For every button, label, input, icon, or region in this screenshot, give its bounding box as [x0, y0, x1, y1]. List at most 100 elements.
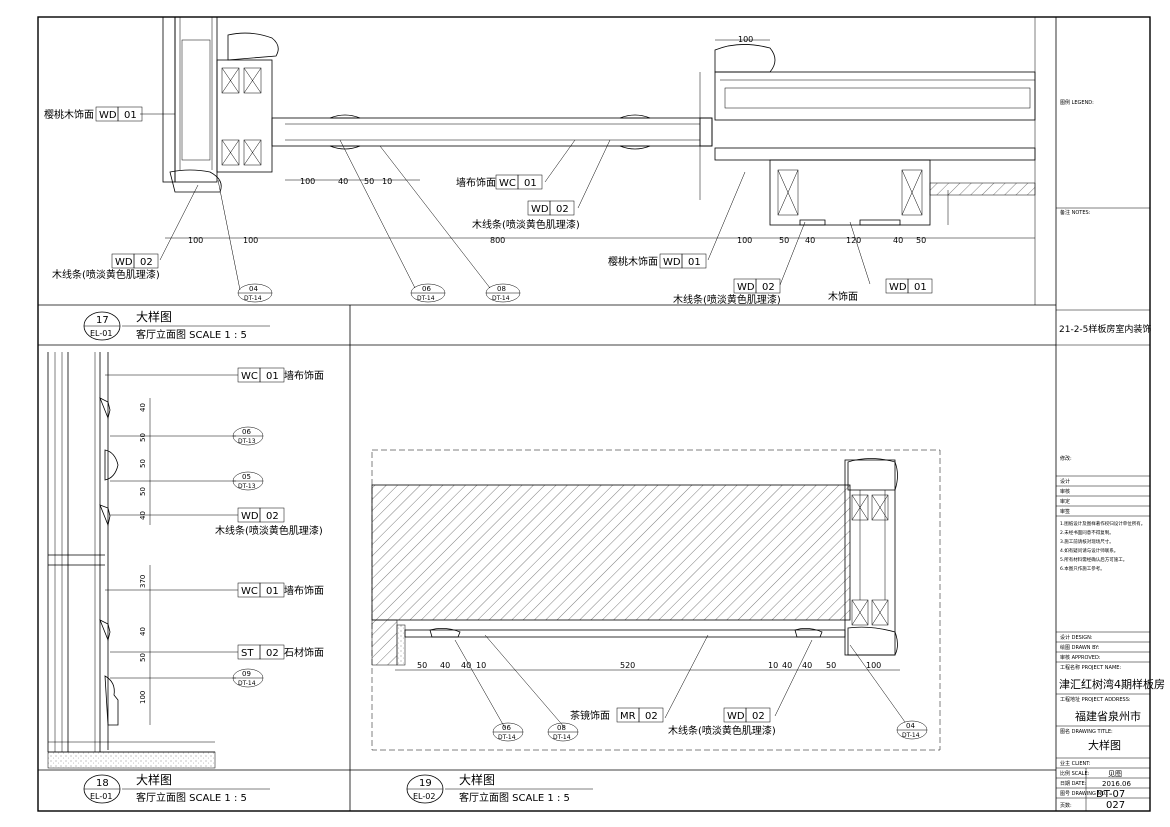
- sheet-border: [37, 16, 1151, 812]
- detail-19-title: 19 EL-02 大样图 客厅立面图 SCALE 1 : 5: [406, 772, 593, 804]
- drawing-no: DT-07: [1096, 789, 1125, 800]
- check-label: 审核 APPROVED:: [1060, 654, 1101, 661]
- detail-19-labels: 茶镜饰面 MR 02 WD 02 木线条(喷淡黄色肌理漆) 50 40 40 1…: [417, 661, 928, 742]
- callout-num: 08: [557, 724, 566, 732]
- rev-row: 设计: [1060, 478, 1070, 485]
- dim-text: 40: [139, 403, 147, 412]
- callout-ref: DT-14: [498, 734, 516, 741]
- drawing-no-label: 图号 DRAWING NO.:: [1060, 791, 1109, 797]
- drawing-title-label: 图名 DRAWING TITLE:: [1060, 728, 1113, 735]
- tag-num: 02: [645, 711, 658, 722]
- tag-wc: WC: [241, 586, 258, 597]
- tag-num: 02: [556, 204, 569, 215]
- note-line: 6.本图只作施工参考。: [1060, 565, 1105, 572]
- tag-num: 01: [124, 110, 137, 121]
- dim-text: 120: [846, 236, 861, 245]
- callout-num: 06: [242, 428, 251, 436]
- title-block: 图例 LEGEND: 备注 NOTES: 21-2-5样板房室内装饰 修改: 设…: [1056, 99, 1165, 811]
- dim-text: 40: [805, 236, 815, 245]
- rev-row: 审核: [1060, 488, 1070, 495]
- tag-mr: MR: [620, 711, 636, 722]
- label-wall-cloth: 墙布饰面: [284, 369, 324, 382]
- detail-ref: EL-02: [413, 792, 435, 801]
- dim-text: 40: [139, 627, 147, 636]
- tag-num: 02: [266, 648, 279, 659]
- legend-label: 图例 LEGEND:: [1060, 99, 1094, 106]
- dim-text: 50: [139, 433, 147, 442]
- note-line: 2.未经书面同意不得复制。: [1060, 529, 1114, 536]
- note-line: 5.所有材料需经确认后方可施工。: [1060, 556, 1127, 563]
- rev-row: 审定: [1060, 498, 1070, 505]
- project-name: 津汇红树湾4期样板房: [1059, 677, 1165, 691]
- tag-num: 02: [266, 511, 279, 522]
- callout-num: 04: [906, 722, 915, 730]
- callout-ref: DT-14: [553, 734, 571, 741]
- dim-text: 40: [440, 661, 450, 670]
- callout-num: 06: [502, 724, 511, 732]
- drawn-label: 绘图 DRAWN BY:: [1060, 644, 1100, 651]
- detail-18-drawing: [47, 352, 238, 769]
- tag-wd: WD: [737, 282, 755, 293]
- callout-bubble: 04 DT-14: [237, 283, 273, 303]
- dim-text: 40: [802, 661, 812, 670]
- tag-num: 01: [266, 371, 279, 382]
- label-wood-strip: 木线条(喷淡黄色肌理漆): [668, 724, 776, 737]
- detail-subtitle: 客厅立面图 SCALE 1 : 5: [459, 791, 570, 804]
- callout-ref: DT-14: [417, 295, 435, 302]
- detail-18-title: 18 EL-01 大样图 客厅立面图 SCALE 1 : 5: [83, 772, 270, 804]
- label-wall-cloth: 墙布饰面: [284, 584, 324, 597]
- scale-value: 见图: [1108, 770, 1122, 778]
- dim-text: 800: [490, 236, 505, 245]
- design-label: 设计 DESIGN:: [1060, 634, 1093, 641]
- label-cherry-veneer: 樱桃木饰面: [44, 108, 94, 121]
- label-wood-strip-left: 木线条(喷淡黄色肌理漆): [52, 268, 160, 281]
- detail-title: 大样图: [459, 772, 495, 787]
- callout-num: 09: [242, 670, 251, 678]
- callout-bubble: 06 DT-13: [232, 426, 264, 446]
- callout-bubble: 06 DT-14: [492, 722, 524, 742]
- callout-ref: DT-14: [492, 295, 510, 302]
- dim-text: 100: [300, 177, 315, 186]
- callout-bubble: 04 DT-14: [896, 720, 928, 740]
- callout-bubble: 06 DT-14: [410, 283, 446, 303]
- dim-text: 100: [866, 661, 881, 670]
- detail-title: 大样图: [136, 772, 172, 787]
- detail-ref: EL-01: [90, 329, 112, 338]
- label-wood-strip: 木线条(喷淡黄色肌理漆): [472, 218, 580, 231]
- dim-text: 100: [139, 691, 147, 704]
- tag-num: 02: [762, 282, 775, 293]
- detail-subtitle: 客厅立面图 SCALE 1 : 5: [136, 328, 247, 341]
- callout-ref: DT-13: [238, 483, 256, 490]
- dim-text: 50: [139, 487, 147, 496]
- detail-number: 17: [96, 315, 109, 326]
- dim-text: 100: [188, 236, 203, 245]
- notes-label: 备注 NOTES:: [1060, 209, 1091, 216]
- drawing-title: 大样图: [1088, 738, 1121, 752]
- label-wall-cloth: 墙布饰面: [456, 176, 496, 189]
- dim-text: 370: [139, 575, 147, 588]
- dim-text: 50: [139, 653, 147, 662]
- revision-label: 修改:: [1060, 455, 1072, 462]
- tag-num: 01: [266, 586, 279, 597]
- page-label: 页数:: [1060, 802, 1072, 809]
- label-cherry-veneer-right: 樱桃木饰面: [608, 255, 658, 268]
- dim-text: 50: [779, 236, 789, 245]
- label-wood-veneer: 木饰面: [828, 290, 858, 303]
- tag-wd: WD: [115, 257, 133, 268]
- tag-wd: WD: [531, 204, 549, 215]
- tag-wd: WD: [663, 257, 681, 268]
- dim-text: 10: [768, 661, 778, 670]
- dim-text: 40: [338, 177, 348, 186]
- note-line: 1.图纸设计及图样著作权归设计单位所有。: [1060, 520, 1145, 527]
- tag-num: 01: [524, 178, 537, 189]
- label-wood-strip-right: 木线条(喷淡黄色肌理漆): [673, 293, 781, 306]
- callout-bubble: 05 DT-13: [232, 471, 264, 491]
- detail-title: 大样图: [136, 309, 172, 324]
- callout-ref: DT-14: [238, 680, 256, 687]
- detail-17-drawing: [140, 16, 1036, 291]
- project-address: 福建省泉州市: [1075, 709, 1141, 723]
- dim-text: 50: [916, 236, 926, 245]
- client-label: 业主 CLIENT:: [1060, 760, 1091, 767]
- dim-text: 50: [826, 661, 836, 670]
